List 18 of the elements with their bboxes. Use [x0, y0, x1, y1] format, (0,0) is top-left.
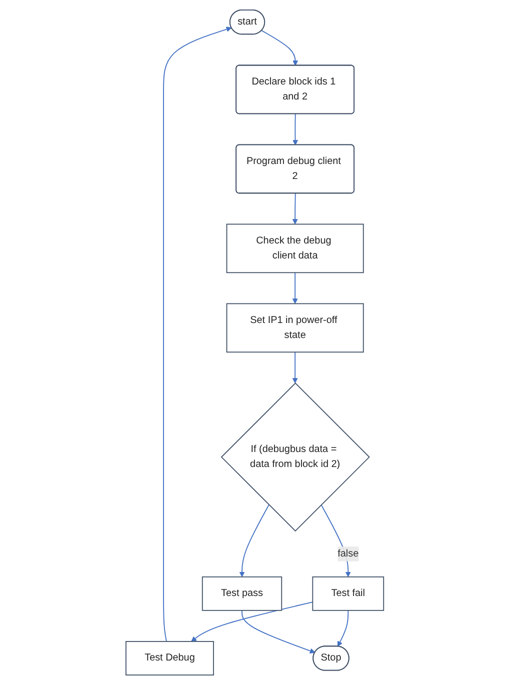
node-box: Test pass	[202, 576, 282, 611]
arrow	[338, 610, 349, 647]
arrow	[292, 114, 298, 146]
arrow	[163, 26, 232, 642]
arrow	[320, 504, 352, 578]
arrow	[242, 610, 316, 654]
node-box: Test fail	[312, 576, 384, 611]
edge-label: false	[338, 548, 359, 559]
node-diamond: If (debugbus data = data from block id 2)	[221, 382, 370, 532]
node-box: Set IP1 in power-off state	[226, 303, 364, 353]
node-box: Test Debug	[126, 641, 214, 676]
arrow	[191, 602, 314, 642]
arrow	[292, 352, 298, 384]
arrow	[292, 272, 298, 304]
arrow	[239, 504, 270, 578]
arrow	[292, 193, 298, 224]
arrow	[261, 30, 298, 66]
node-box: Check the debug client data	[226, 224, 364, 274]
